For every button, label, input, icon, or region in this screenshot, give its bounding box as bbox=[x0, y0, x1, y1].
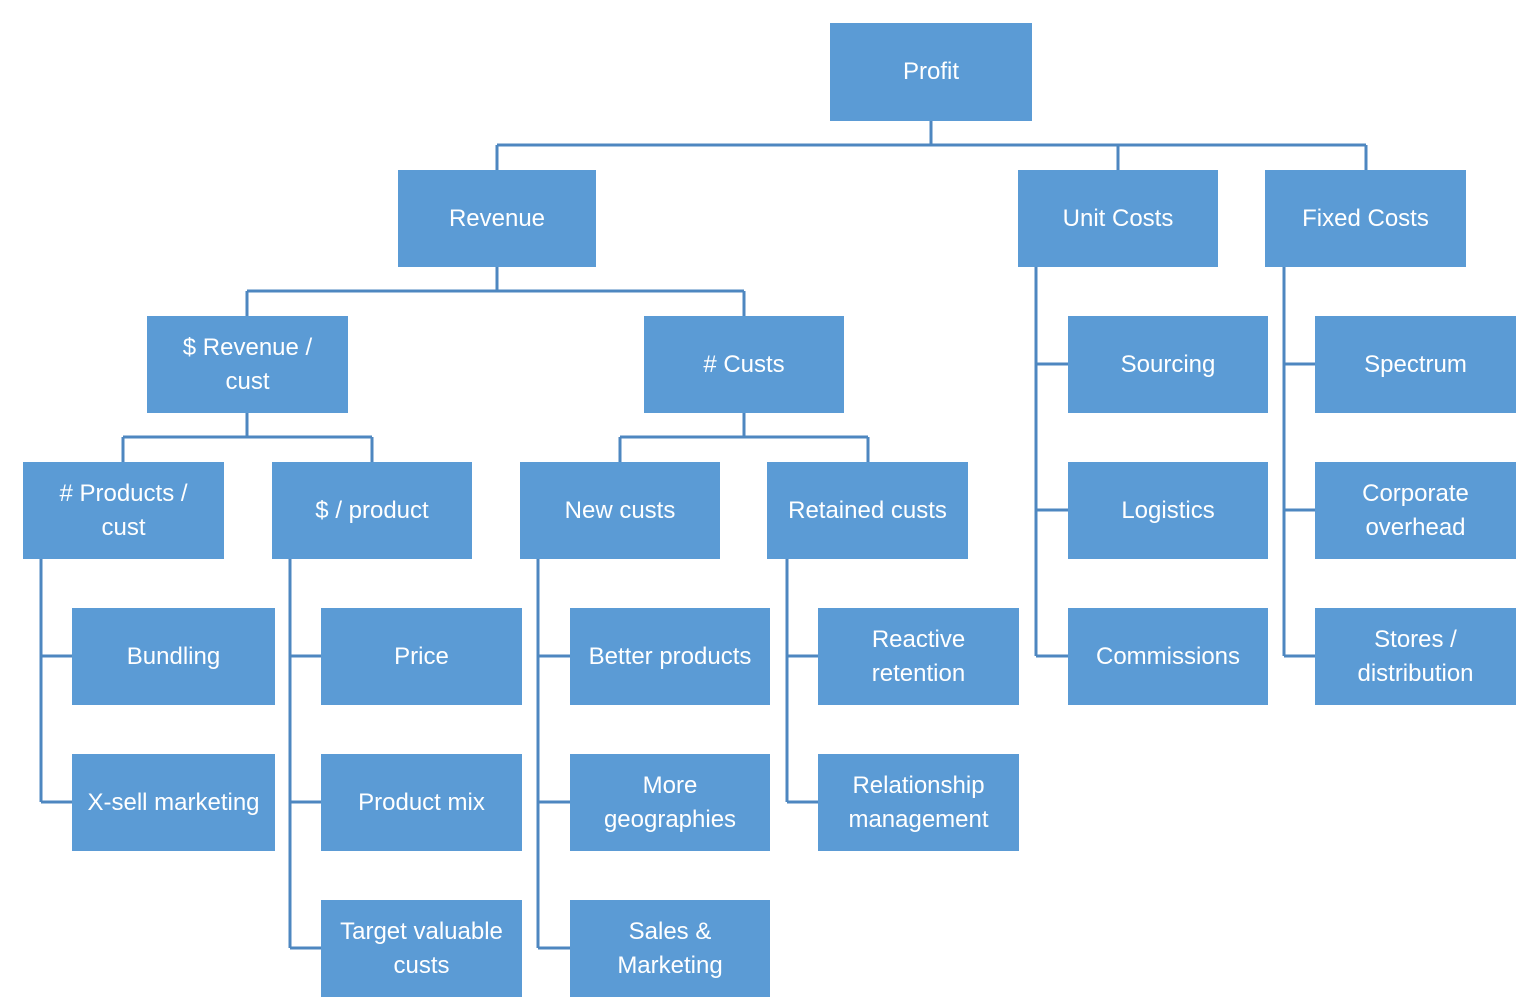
connector-dollars-per-product-children bbox=[288, 559, 321, 950]
node-more-geographies: More geographies bbox=[570, 754, 770, 851]
node-profit: Profit bbox=[830, 23, 1032, 121]
node-revenue-per-cust: $ Revenue / cust bbox=[147, 316, 348, 413]
node-reactive-retention-label: Reactive retention bbox=[871, 625, 966, 687]
node-sales-marketing-label: Sales & Marketing bbox=[617, 917, 723, 979]
node-corporate-overhead: Corporate overhead bbox=[1315, 462, 1516, 559]
connector-fixed-costs-children bbox=[1282, 267, 1315, 658]
node-unit-costs: Unit Costs bbox=[1018, 170, 1218, 267]
node-better-products: Better products bbox=[570, 608, 770, 705]
node-reactive-retention: Reactive retention bbox=[818, 608, 1019, 705]
node-bundling: Bundling bbox=[72, 608, 275, 705]
node-sourcing-label: Sourcing bbox=[1120, 350, 1216, 378]
node-more-geographies-label: More geographies bbox=[603, 771, 737, 833]
connector-unit-costs-children bbox=[1034, 267, 1068, 658]
connector-profit-children bbox=[495, 121, 1368, 170]
node-dollars-per-product-label: $ / product bbox=[315, 496, 429, 524]
node-num-custs: # Custs bbox=[644, 316, 844, 413]
node-target-valuable-custs: Target valuable custs bbox=[321, 900, 522, 997]
node-stores-distribution-label: Stores / distribution bbox=[1357, 625, 1474, 687]
connector-products-per-cust-children bbox=[39, 559, 72, 804]
node-new-custs-label: New custs bbox=[564, 496, 676, 524]
connector-revenue-children bbox=[245, 267, 746, 316]
node-stores-distribution: Stores / distribution bbox=[1315, 608, 1516, 705]
node-relationship-management-label: Relationship management bbox=[848, 771, 989, 833]
node-revenue-per-cust-label: $ Revenue / cust bbox=[182, 333, 313, 395]
node-unit-costs-label: Unit Costs bbox=[1062, 204, 1174, 232]
node-product-mix: Product mix bbox=[321, 754, 522, 851]
node-commissions: Commissions bbox=[1068, 608, 1268, 705]
node-bundling-label: Bundling bbox=[126, 642, 221, 670]
node-profit-label: Profit bbox=[902, 58, 959, 86]
node-sourcing: Sourcing bbox=[1068, 316, 1268, 413]
node-commissions-label: Commissions bbox=[1095, 642, 1241, 670]
node-logistics: Logistics bbox=[1068, 462, 1268, 559]
node-price: Price bbox=[321, 608, 522, 705]
connector-num-custs-children bbox=[618, 413, 870, 462]
node-revenue-label: Revenue bbox=[448, 204, 546, 232]
connector-revenue-per-cust-children bbox=[121, 413, 374, 462]
node-fixed-costs-label: Fixed Costs bbox=[1302, 204, 1429, 232]
node-new-custs: New custs bbox=[520, 462, 720, 559]
node-better-products-label: Better products bbox=[588, 642, 752, 670]
node-corporate-overhead-label: Corporate overhead bbox=[1362, 479, 1469, 541]
node-relationship-management: Relationship management bbox=[818, 754, 1019, 851]
node-xsell-marketing-label: X-sell marketing bbox=[87, 788, 260, 816]
node-sales-marketing: Sales & Marketing bbox=[570, 900, 770, 997]
node-num-custs-label: # Custs bbox=[703, 350, 785, 378]
node-retained-custs: Retained custs bbox=[767, 462, 968, 559]
node-xsell-marketing: X-sell marketing bbox=[72, 754, 275, 851]
node-price-label: Price bbox=[394, 642, 449, 670]
node-logistics-label: Logistics bbox=[1121, 496, 1215, 524]
node-retained-custs-label: Retained custs bbox=[788, 496, 947, 524]
node-spectrum: Spectrum bbox=[1315, 316, 1516, 413]
node-target-valuable-custs-label: Target valuable custs bbox=[340, 917, 503, 979]
node-dollars-per-product: $ / product bbox=[272, 462, 472, 559]
node-revenue: Revenue bbox=[398, 170, 596, 267]
node-products-per-cust-label: # Products / cust bbox=[59, 479, 188, 541]
connector-retained-custs-children bbox=[785, 559, 818, 804]
node-fixed-costs: Fixed Costs bbox=[1265, 170, 1466, 267]
node-spectrum-label: Spectrum bbox=[1364, 350, 1467, 378]
node-product-mix-label: Product mix bbox=[358, 788, 485, 816]
connector-new-custs-children bbox=[536, 559, 570, 950]
node-products-per-cust: # Products / cust bbox=[23, 462, 224, 559]
